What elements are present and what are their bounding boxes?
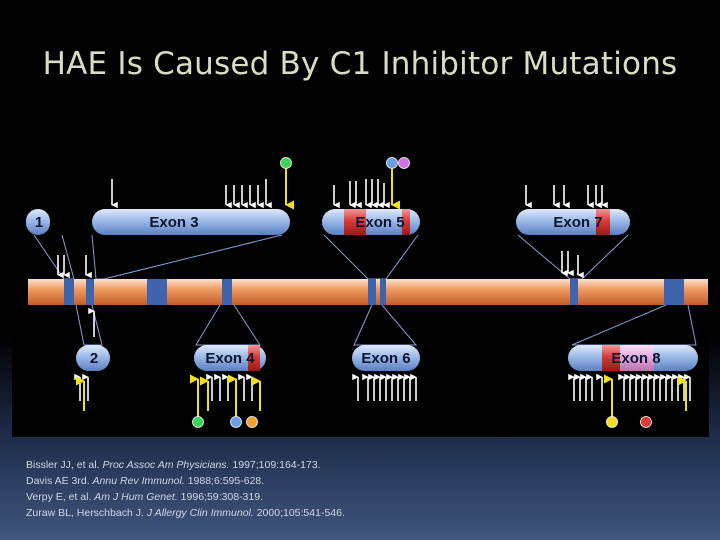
exon-5-pill (322, 209, 420, 235)
exon-pills-bottom (76, 345, 698, 371)
exon-7-pill (516, 209, 630, 235)
orange-marker (246, 416, 258, 428)
exon-pills-top (26, 209, 630, 235)
mutation-arrows-bottom (74, 307, 691, 401)
marker-circles-top (280, 157, 410, 169)
magenta-marker (398, 157, 410, 169)
slide-title: HAE Is Caused By C1 Inhibitor Mutations (42, 46, 678, 82)
red-marker (640, 416, 652, 428)
exon-8-pill (568, 345, 698, 371)
exon-3-label: Exon 3 (149, 214, 198, 231)
exon-8-label: Exon 8 (611, 350, 660, 367)
exon-1-label: 1 (35, 214, 43, 231)
gene-bar (28, 279, 708, 305)
reference-2: Davis AE 3rd. Annu Rev Immunol. 1988;6:5… (26, 475, 265, 487)
marker-circles-bottom (192, 416, 652, 428)
exon-2-pill (76, 345, 110, 371)
exon-3-pill (92, 209, 290, 235)
reference-4: Zuraw BL, Herschbach J. J Allergy Clin I… (26, 507, 345, 519)
blue-marker (230, 416, 242, 428)
c1-inhibitor-gene-diagram: 1 Exon 3 Exon 5 Exon 7 2 Exon 4 Exon 6 E… (12, 139, 709, 437)
reference-1: Bissler JJ, et al. Proc Assoc Am Physici… (26, 459, 321, 471)
reference-3: Verpy E, et al. Am J Hum Genet. 1996;59:… (26, 491, 263, 503)
mutation-arrows-bottom-yellow (75, 374, 687, 417)
references: Bissler JJ, et al. Proc Assoc Am Physici… (26, 457, 706, 521)
green-marker (280, 157, 292, 169)
exon-labels: 1 Exon 3 Exon 5 Exon 7 2 Exon 4 Exon 6 E… (35, 214, 661, 367)
exon-5-label: Exon 5 (355, 214, 404, 231)
exon-1-pill (26, 209, 50, 235)
green-marker (192, 416, 204, 428)
exon-7-label: Exon 7 (553, 214, 602, 231)
mutation-arrows-top-yellow (285, 165, 401, 210)
blue-marker (386, 157, 398, 169)
exon-2-label: 2 (90, 350, 98, 367)
exon-4-pill (194, 345, 266, 371)
exon-6-label: Exon 6 (361, 350, 410, 367)
yellow-marker (606, 416, 618, 428)
exon-6-pill (352, 345, 420, 371)
mutation-arrows-top (57, 179, 608, 279)
exon-4-label: Exon 4 (205, 350, 255, 367)
